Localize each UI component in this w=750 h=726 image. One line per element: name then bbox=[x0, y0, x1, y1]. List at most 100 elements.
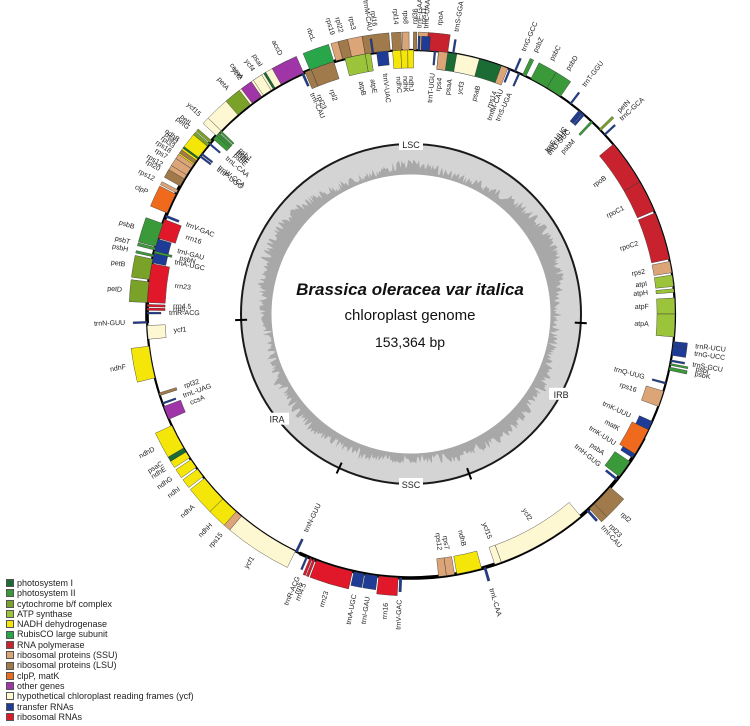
gene-trnV-GAC bbox=[398, 577, 402, 593]
legend-label: photosystem II bbox=[17, 588, 76, 599]
gene-label: atpH bbox=[633, 290, 648, 298]
gene-label: atpA bbox=[634, 321, 649, 329]
genome-subtitle: chloroplast genome bbox=[344, 307, 476, 324]
gene-label: ndhB bbox=[456, 529, 467, 547]
legend-label: cytochrome b/f complex bbox=[17, 598, 113, 609]
gene-rrn4.5 bbox=[306, 558, 316, 577]
region-boundary-tick bbox=[574, 321, 587, 325]
gene-trnI-GAU bbox=[362, 573, 378, 590]
gene-trnM-CAU bbox=[369, 38, 375, 54]
gene-trnT-UGU bbox=[432, 50, 437, 66]
gene-trnN-GUU bbox=[295, 538, 304, 553]
gene-label: psbZ bbox=[533, 36, 546, 54]
gene-label: psbC bbox=[549, 45, 563, 63]
gene-rps18 bbox=[175, 153, 194, 169]
gene-ycf2 bbox=[494, 502, 581, 563]
gene-psaJ bbox=[182, 146, 199, 160]
gene-label: trnS-GGA bbox=[454, 1, 466, 33]
legend-swatch bbox=[6, 640, 14, 649]
gene-trnK-UUU bbox=[620, 446, 636, 459]
legend-item: ATP synthase bbox=[6, 609, 194, 619]
gene-atpE bbox=[364, 52, 374, 72]
gene-ndhC bbox=[392, 49, 402, 69]
gene-label: accD bbox=[270, 39, 283, 56]
gene-rps4 bbox=[436, 51, 448, 71]
gene-ndhI bbox=[182, 468, 204, 488]
gene-trnH-GUG bbox=[605, 469, 618, 481]
gene-petB bbox=[131, 255, 154, 280]
legend-item: clpP, matK bbox=[6, 671, 194, 681]
legend-swatch bbox=[6, 620, 14, 629]
gene-petD bbox=[129, 279, 150, 303]
gene-trnL-CAA bbox=[208, 142, 221, 154]
gene-label: psbB bbox=[118, 219, 136, 231]
gene-label: petB bbox=[110, 259, 126, 268]
gene-trnW-CCA bbox=[200, 152, 214, 164]
gene-label: ycf1 bbox=[243, 555, 256, 570]
gene-label: rpoC2 bbox=[619, 240, 639, 252]
genome-size: 153,364 bp bbox=[374, 334, 446, 350]
gene-label: ycf15 bbox=[185, 102, 202, 119]
gene-label: rpl36 bbox=[412, 8, 419, 24]
gene-rps12 bbox=[436, 557, 447, 577]
gene-rpoA bbox=[426, 32, 451, 53]
legend-swatch bbox=[6, 713, 14, 721]
legend-label: RubisCO large subunit bbox=[17, 629, 108, 640]
gene-psaI bbox=[263, 72, 276, 90]
gene-label: rrn16 bbox=[185, 234, 203, 246]
gene-features bbox=[129, 31, 689, 596]
legend-swatch bbox=[6, 599, 14, 608]
gene-atpI bbox=[654, 274, 674, 289]
legend-swatch bbox=[6, 651, 14, 660]
gene-label: trnV-GAC bbox=[395, 600, 403, 630]
gene-ndhA bbox=[190, 478, 223, 512]
gene-label: matK bbox=[603, 419, 621, 433]
gene-label: trnG-UCC bbox=[694, 351, 726, 362]
gene-ycf1 bbox=[229, 515, 296, 568]
gene-rrn23 bbox=[309, 560, 353, 590]
legend-label: ribosomal proteins (SSU) bbox=[17, 650, 118, 661]
legend-item: photosystem I bbox=[6, 578, 194, 588]
gene-label: psaA bbox=[445, 78, 455, 95]
gene-ycf3 bbox=[453, 53, 480, 77]
gene-trnD-GUC bbox=[573, 113, 585, 126]
gene-psbM bbox=[578, 120, 594, 136]
gene-ndhJ bbox=[407, 49, 414, 69]
gene-trnV-UAC bbox=[376, 50, 390, 67]
gene-rbcL bbox=[302, 44, 335, 71]
gene-psbA bbox=[604, 451, 631, 477]
gene-label: ndhG bbox=[156, 476, 174, 491]
gene-label: ndhH bbox=[198, 522, 215, 539]
gene-label: rpl2 bbox=[328, 89, 339, 102]
gene-rps2 bbox=[651, 261, 672, 276]
gene-matK bbox=[619, 421, 649, 455]
gene-psbT bbox=[137, 242, 156, 251]
gene-label: rps12 bbox=[137, 168, 156, 182]
gene-ycf4 bbox=[253, 74, 272, 96]
legend-item: ribosomal proteins (LSU) bbox=[6, 660, 194, 670]
gene-label: psbN bbox=[179, 255, 197, 266]
gene-label: rps11 bbox=[420, 7, 428, 24]
legend-label: RNA polymerase bbox=[17, 639, 85, 650]
gene-rpl23 bbox=[589, 503, 608, 523]
gene-label: trnK-UUU bbox=[601, 401, 631, 420]
region-label: SSC bbox=[402, 480, 421, 490]
gene-label: rpl22 bbox=[333, 17, 344, 34]
gc-content-ring bbox=[240, 143, 582, 485]
gene-rpl36 bbox=[413, 31, 418, 51]
gene-psbD bbox=[546, 72, 572, 97]
gene-rpoC1 bbox=[623, 181, 655, 219]
legend-item: cytochrome b/f complex bbox=[6, 599, 194, 609]
gene-label: trnM-CAU bbox=[361, 0, 372, 32]
gene-ndhB bbox=[453, 550, 482, 575]
legend-label: photosystem I bbox=[17, 578, 74, 588]
gene-label: ycf15 bbox=[480, 522, 492, 540]
gene-trnG-GCC bbox=[513, 57, 522, 72]
organism-name: Brassica oleracea var italica bbox=[296, 280, 524, 299]
gene-ycf1 bbox=[147, 324, 167, 340]
gene-label: rrn5 bbox=[294, 581, 305, 595]
gene-label: trnR-UCU bbox=[695, 343, 726, 353]
gene-rrn4.5 bbox=[146, 304, 166, 308]
gene-cemA bbox=[241, 81, 262, 104]
region-boundary-tick bbox=[466, 467, 473, 480]
